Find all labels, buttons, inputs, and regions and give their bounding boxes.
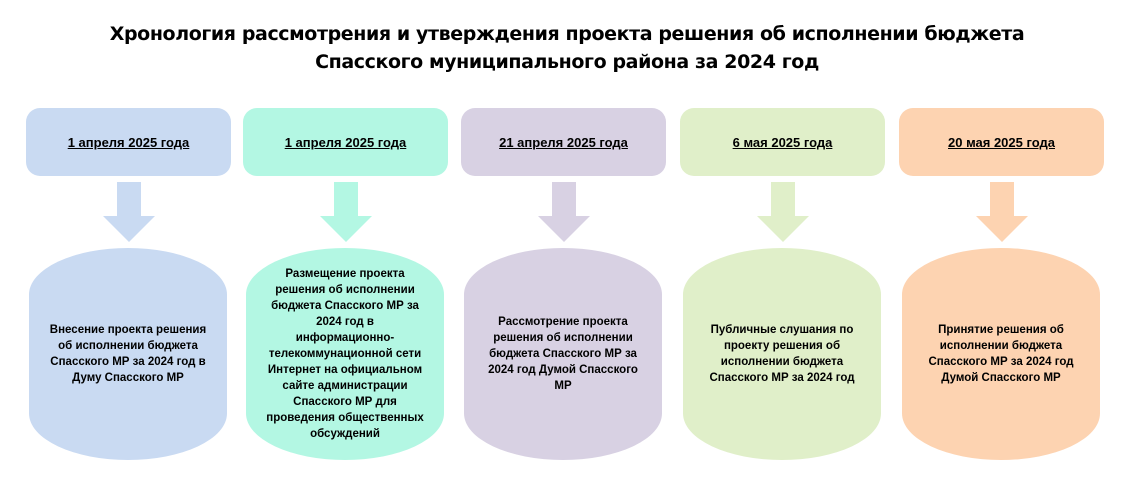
- step-description: Рассмотрение проекта решения об исполнен…: [488, 316, 638, 392]
- timeline-step-3: 21 апреля 2025 года Рассмотрение проекта…: [461, 108, 666, 460]
- step-date: 6 мая 2025 года: [680, 108, 885, 176]
- timeline-step-1: 1 апреля 2025 года Внесение проекта реше…: [26, 108, 231, 460]
- step-date: 1 апреля 2025 года: [26, 108, 231, 176]
- step-description: Размещение проекта решения об исполнении…: [266, 268, 424, 440]
- diagram-title: Хронология рассмотрения и утверждения пр…: [0, 20, 1134, 76]
- title-line-1: Хронология рассмотрения и утверждения пр…: [109, 23, 1025, 45]
- step-date: 21 апреля 2025 года: [461, 108, 666, 176]
- step-description: Внесение проекта решения об исполнении б…: [49, 324, 207, 384]
- step-date: 1 апреля 2025 года: [243, 108, 448, 176]
- step-description-oval: Рассмотрение проекта решения об исполнен…: [464, 248, 662, 460]
- step-description: Публичные слушания по проекту решения об…: [709, 324, 855, 384]
- down-arrow-icon: [757, 182, 809, 242]
- step-description-oval: Публичные слушания по проекту решения об…: [683, 248, 881, 460]
- down-arrow-icon: [103, 182, 155, 242]
- step-date: 20 мая 2025 года: [899, 108, 1104, 176]
- step-description-oval: Размещение проекта решения об исполнении…: [246, 248, 444, 460]
- down-arrow-icon: [976, 182, 1028, 242]
- down-arrow-icon: [320, 182, 372, 242]
- timeline-step-5: 20 мая 2025 года Принятие решения об исп…: [899, 108, 1104, 460]
- timeline-step-4: 6 мая 2025 года Публичные слушания по пр…: [680, 108, 885, 460]
- step-description: Принятие решения об исполнении бюджета С…: [928, 324, 1074, 384]
- step-description-oval: Внесение проекта решения об исполнении б…: [29, 248, 227, 460]
- step-description-oval: Принятие решения об исполнении бюджета С…: [902, 248, 1100, 460]
- down-arrow-icon: [538, 182, 590, 242]
- title-line-2: Спасского муниципального района за 2024 …: [315, 51, 819, 73]
- timeline-step-2: 1 апреля 2025 года Размещение проекта ре…: [243, 108, 448, 460]
